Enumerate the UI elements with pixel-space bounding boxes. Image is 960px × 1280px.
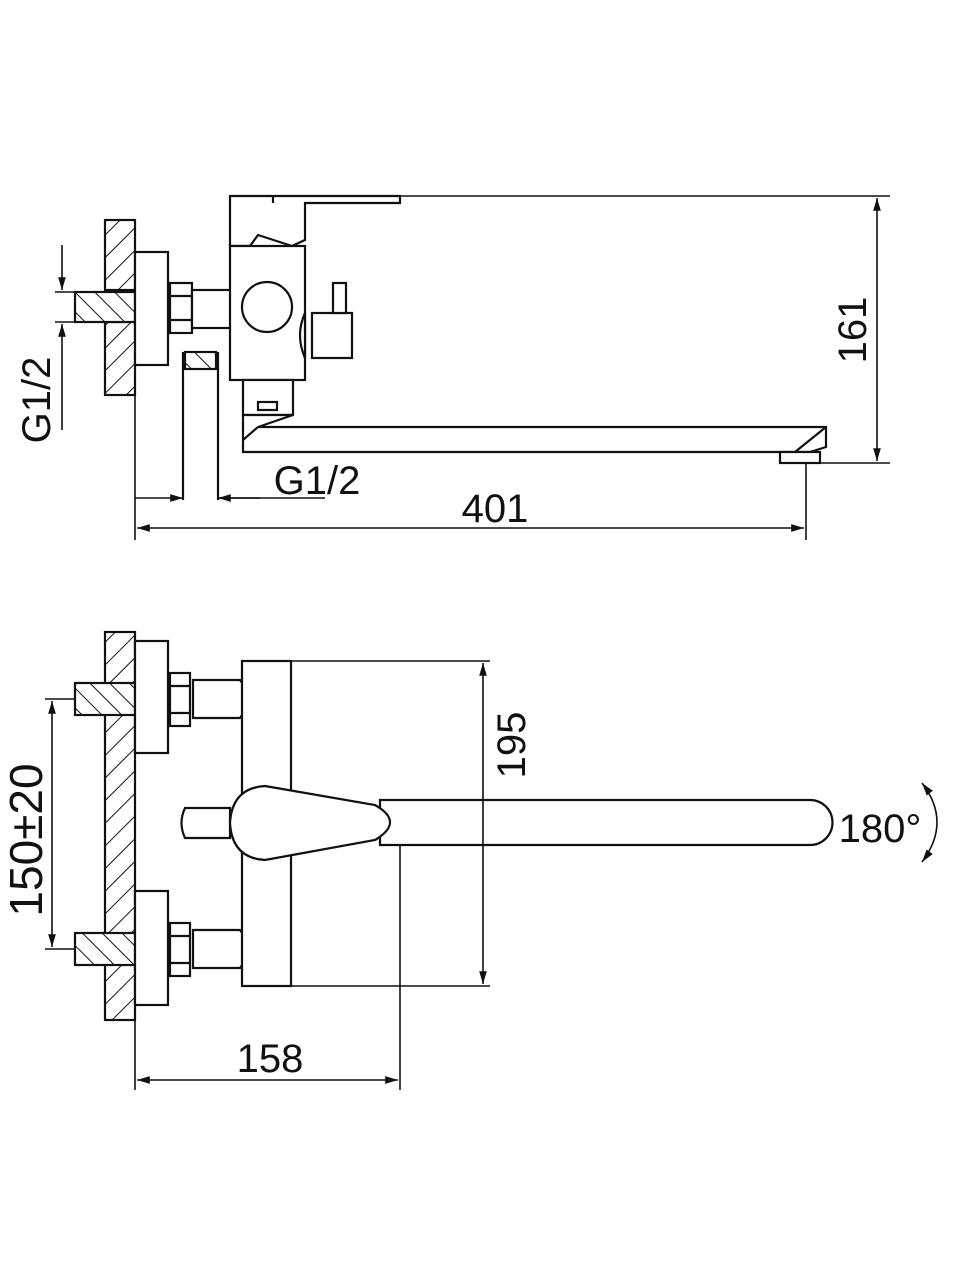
wall-section — [73, 218, 137, 397]
mixer-body — [228, 194, 402, 417]
diverter-stem — [180, 806, 232, 840]
dimension-g12-inlet: G1/2 — [15, 245, 75, 443]
dimension-161: 161 — [400, 195, 890, 464]
dimension-150: 150±20 — [0, 698, 75, 950]
aerator — [778, 450, 822, 465]
dimension-g12-diverter: G1/2 — [135, 459, 360, 503]
escutcheon — [133, 250, 170, 367]
top-view: 195 150±20 158 180° — [0, 630, 938, 1090]
diverter-thread-label: G1/2 — [274, 459, 361, 503]
wall-section — [73, 630, 137, 1022]
lever-handle — [228, 784, 392, 862]
rotation-arrow-icon — [921, 782, 938, 863]
hex-nut — [168, 281, 194, 335]
height-label: 161 — [831, 297, 875, 364]
centre-distance-label: 150±20 — [0, 763, 52, 916]
hex-nuts — [168, 671, 192, 978]
diverter-knob — [240, 280, 294, 334]
side-view: 161 401 G1/2 G1/2 — [15, 194, 890, 540]
escutcheon-upper — [133, 639, 170, 755]
depth-label: 195 — [490, 712, 534, 779]
dimension-195: 195 — [479, 663, 534, 984]
rotation-indicator: 180° — [839, 782, 938, 863]
rotation-label: 180° — [839, 807, 922, 851]
escutcheon-lower — [133, 889, 170, 1007]
projection-label: 158 — [237, 1037, 304, 1081]
inlet-thread-label: G1/2 — [15, 357, 59, 444]
dimension-158: 158 — [134, 845, 401, 1090]
dimension-401: 401 — [134, 395, 807, 540]
length-label: 401 — [462, 487, 529, 531]
spout — [241, 413, 828, 465]
connector-pipe — [190, 288, 234, 330]
spout — [378, 798, 834, 847]
diverter-pipe — [181, 350, 220, 500]
